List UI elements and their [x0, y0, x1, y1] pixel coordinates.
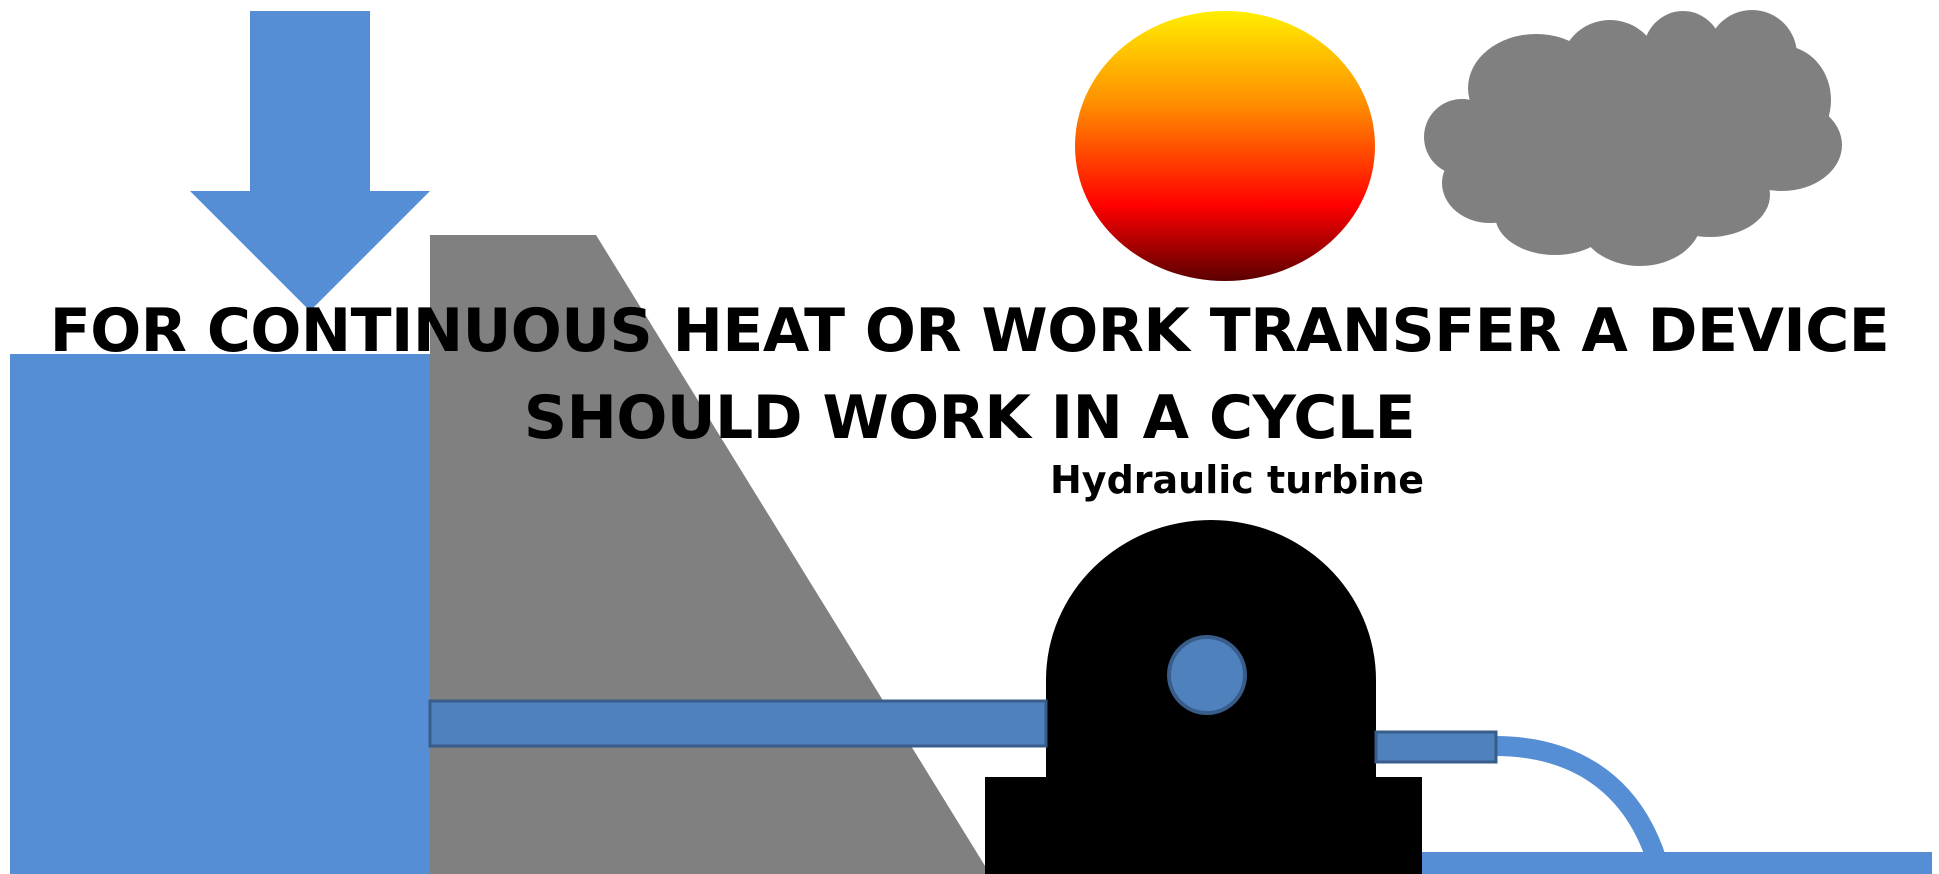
- reservoir-water: [10, 354, 430, 874]
- down-arrow-icon: [190, 11, 430, 311]
- headline-line-1: FOR CONTINUOUS HEAT OR WORK TRANSFER A D…: [49, 296, 1890, 366]
- outlet-pipe: [1374, 730, 1498, 764]
- headline-line-2: SHOULD WORK IN A CYCLE: [523, 383, 1416, 453]
- tailwater-stream: [1422, 852, 1932, 874]
- sun-icon: [1075, 11, 1375, 281]
- inlet-penstock-pipe: [428, 699, 1048, 748]
- turbine-shaft: [1167, 635, 1247, 715]
- turbine-label: Hydraulic turbine: [1050, 458, 1425, 502]
- outlet-bend-pipe: [1494, 736, 1666, 862]
- cloud-icon: [1424, 10, 1842, 266]
